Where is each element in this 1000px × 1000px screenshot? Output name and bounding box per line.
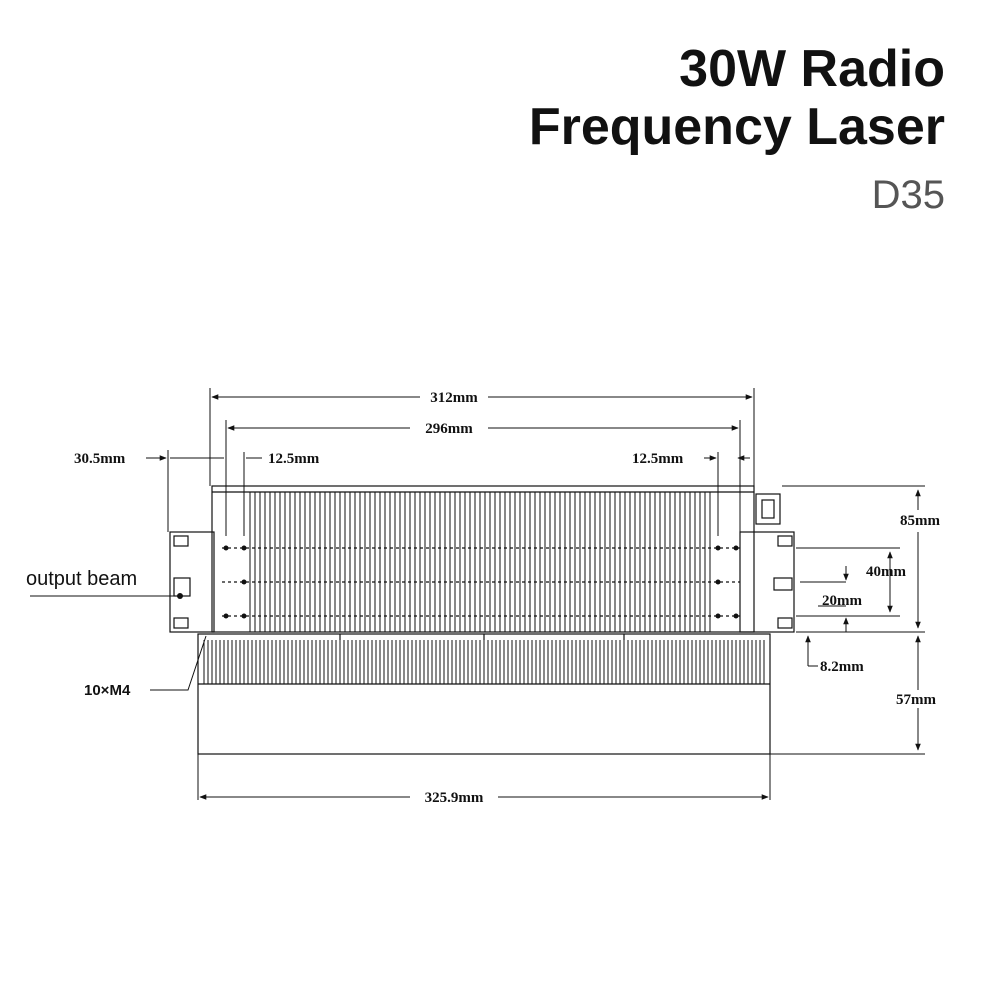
screws-label: 10×M4 — [84, 682, 131, 699]
dim-overall-length: 312mm — [430, 390, 478, 406]
dim-mount-hole-spacing: 40mm — [866, 564, 906, 580]
dim-left-mount-spacing: 12.5mm — [268, 451, 320, 467]
upper-view — [169, 485, 795, 633]
dim-tube-length: 296mm — [425, 421, 473, 437]
dimension-lines — [30, 388, 925, 800]
output-beam-label: output beam — [26, 568, 137, 590]
right-end-plate — [739, 531, 795, 633]
lower-view — [197, 633, 771, 755]
rf-connector — [755, 493, 781, 525]
dim-left-offset: 30.5mm — [74, 451, 126, 467]
left-end-plate — [169, 531, 215, 633]
model-label: D35 — [871, 173, 945, 217]
dim-base-offset: 8.2mm — [820, 659, 864, 675]
dim-base-length: 325.9mm — [425, 790, 484, 806]
dim-height-upper: 85mm — [900, 513, 940, 529]
dim-right-mount-spacing: 12.5mm — [632, 451, 684, 467]
title-line-2: Frequency Laser — [528, 98, 945, 156]
lower-fins — [203, 640, 765, 684]
dim-height-lower: 57mm — [896, 692, 936, 708]
upper-fins — [249, 492, 711, 632]
tube-body — [211, 485, 755, 633]
title-block: 30W Radio Frequency Laser D35 — [529, 40, 945, 220]
dim-mount-hole-center: 20mm — [822, 593, 862, 609]
mount-holes — [177, 545, 739, 619]
title-line-1: 30W Radio — [679, 40, 945, 98]
